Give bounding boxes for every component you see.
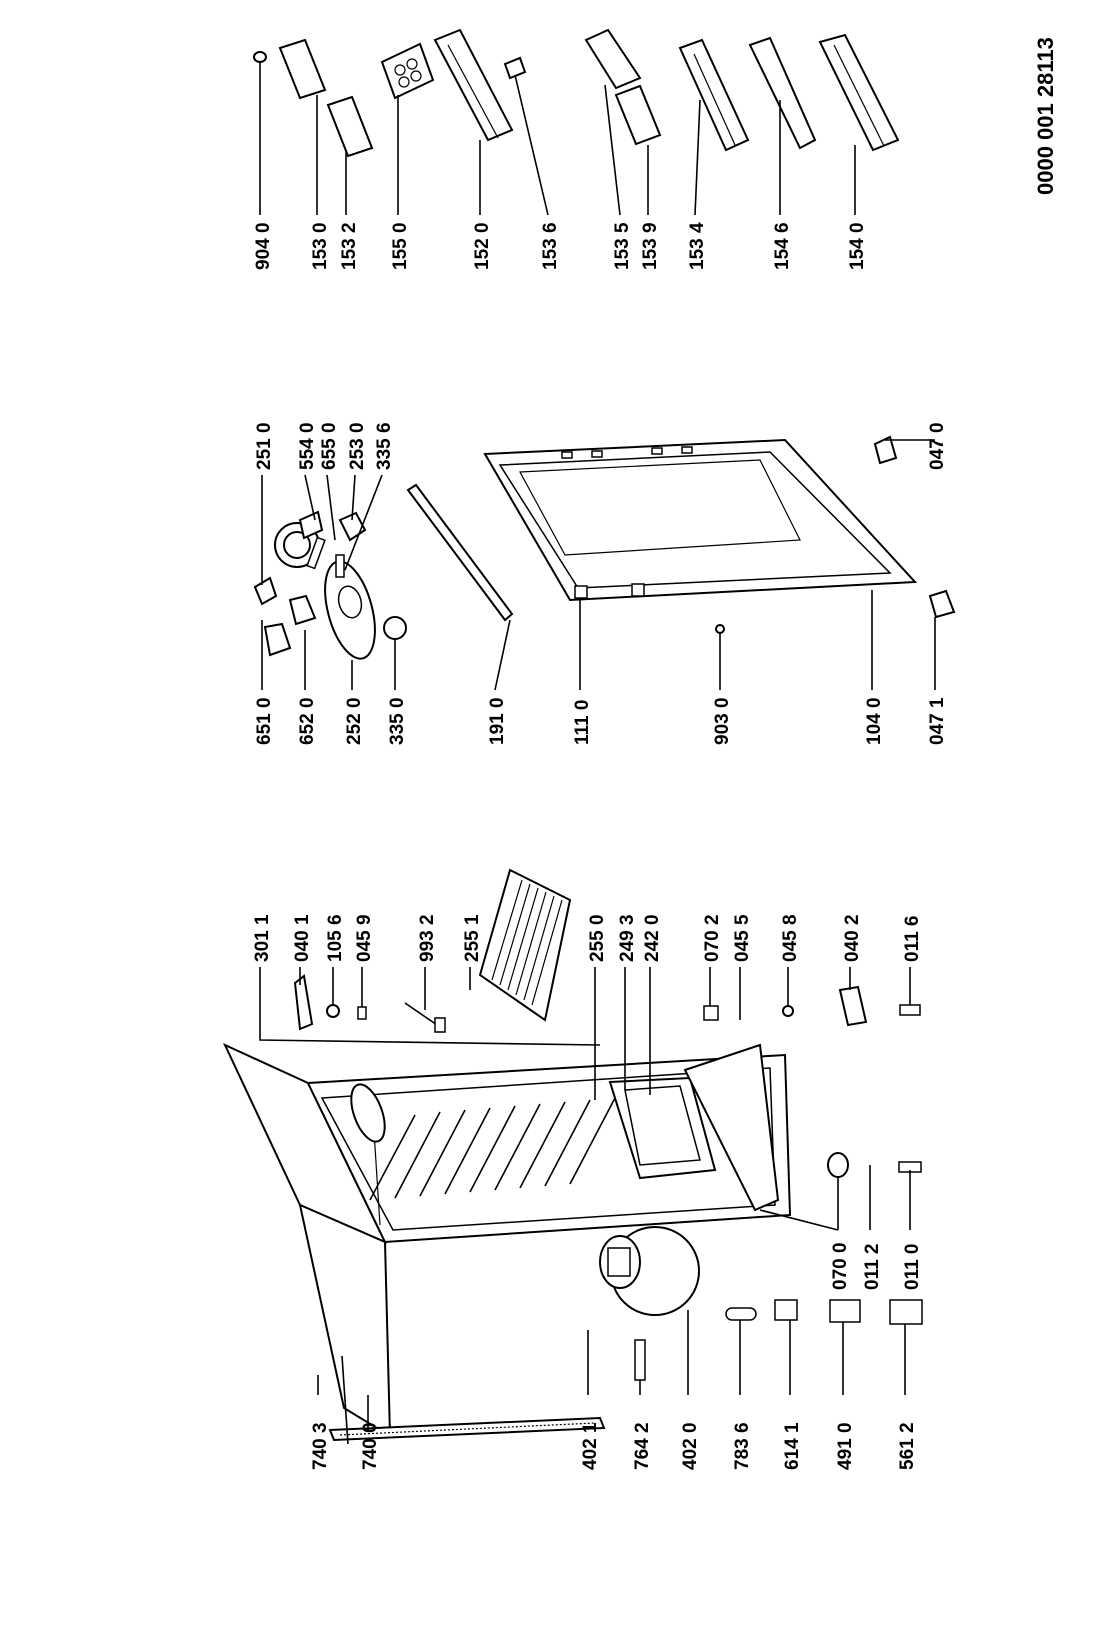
label-070-2: 070 2 [702,914,723,962]
label-104-0: 104 0 [864,697,885,745]
label-651-0: 651 0 [254,697,275,745]
label-153-6: 153 6 [540,222,561,270]
label-301-1: 301 1 [252,914,273,962]
label-045-5: 045 5 [732,914,753,962]
label-242-0: 242 0 [642,914,663,962]
label-154-6: 154 6 [772,222,793,270]
label-153-2: 153 2 [339,222,360,270]
door-drawing [406,435,956,634]
label-105-6: 105 6 [325,914,346,962]
label-047-1: 047 1 [927,697,948,745]
label-251-0: 251 0 [254,422,275,470]
label-554-0: 554 0 [297,422,318,470]
shelf-rails [369,1097,616,1201]
label-561-2: 561 2 [897,1422,918,1470]
part-labels: 904 0 153 0 153 2 155 0 152 0 153 6 153 … [252,37,1058,1470]
document-id: 0000 001 28113 [1033,37,1058,195]
label-111-0: 111 0 [572,700,593,745]
label-655-0: 655 0 [319,422,340,470]
label-191-0: 191 0 [487,697,508,745]
label-255-1: 255 1 [462,914,483,962]
label-040-2: 040 2 [842,914,863,962]
door-accessories [253,28,900,158]
label-491-0: 491 0 [835,1422,856,1470]
label-249-3: 249 3 [617,914,638,962]
cabinet-drawing [222,1042,792,1445]
label-040-1: 040 1 [292,914,313,962]
label-740-3: 740 3 [310,1422,331,1470]
label-252-0: 252 0 [344,697,365,745]
label-740-0: 740 0 [360,1422,381,1470]
label-011-2: 011 2 [862,1244,883,1291]
label-153-9: 153 9 [640,222,661,270]
label-335-0: 335 0 [387,697,408,745]
label-045-8: 045 8 [780,914,801,962]
label-011-0: 011 0 [902,1244,923,1291]
label-993-2: 993 2 [417,914,438,962]
leader-lines [259,62,936,1430]
label-402-1: 402 1 [580,1422,601,1470]
label-783-6: 783 6 [732,1422,753,1470]
label-255-0: 255 0 [587,914,608,962]
label-764-2: 764 2 [632,1422,653,1470]
label-153-5: 153 5 [612,222,633,270]
label-253-0: 253 0 [347,422,368,470]
small-parts-left [259,868,923,1381]
label-045-9: 045 9 [354,914,375,962]
label-047-0: 047 0 [927,422,948,470]
label-153-0: 153 0 [310,222,331,270]
label-903-0: 903 0 [712,697,733,745]
label-614-1: 614 1 [782,1422,803,1470]
label-904-0: 904 0 [253,222,274,270]
label-652-0: 652 0 [297,697,318,745]
label-335-6: 335 6 [374,422,395,470]
label-402-0: 402 0 [680,1422,701,1470]
label-070-0: 070 0 [830,1242,851,1290]
label-155-0: 155 0 [390,222,411,270]
label-011-6: 011 6 [902,916,923,963]
label-154-0: 154 0 [847,222,868,270]
label-152-0: 152 0 [472,222,493,270]
label-153-4: 153 4 [687,222,708,270]
thermostat-assembly [253,510,407,660]
